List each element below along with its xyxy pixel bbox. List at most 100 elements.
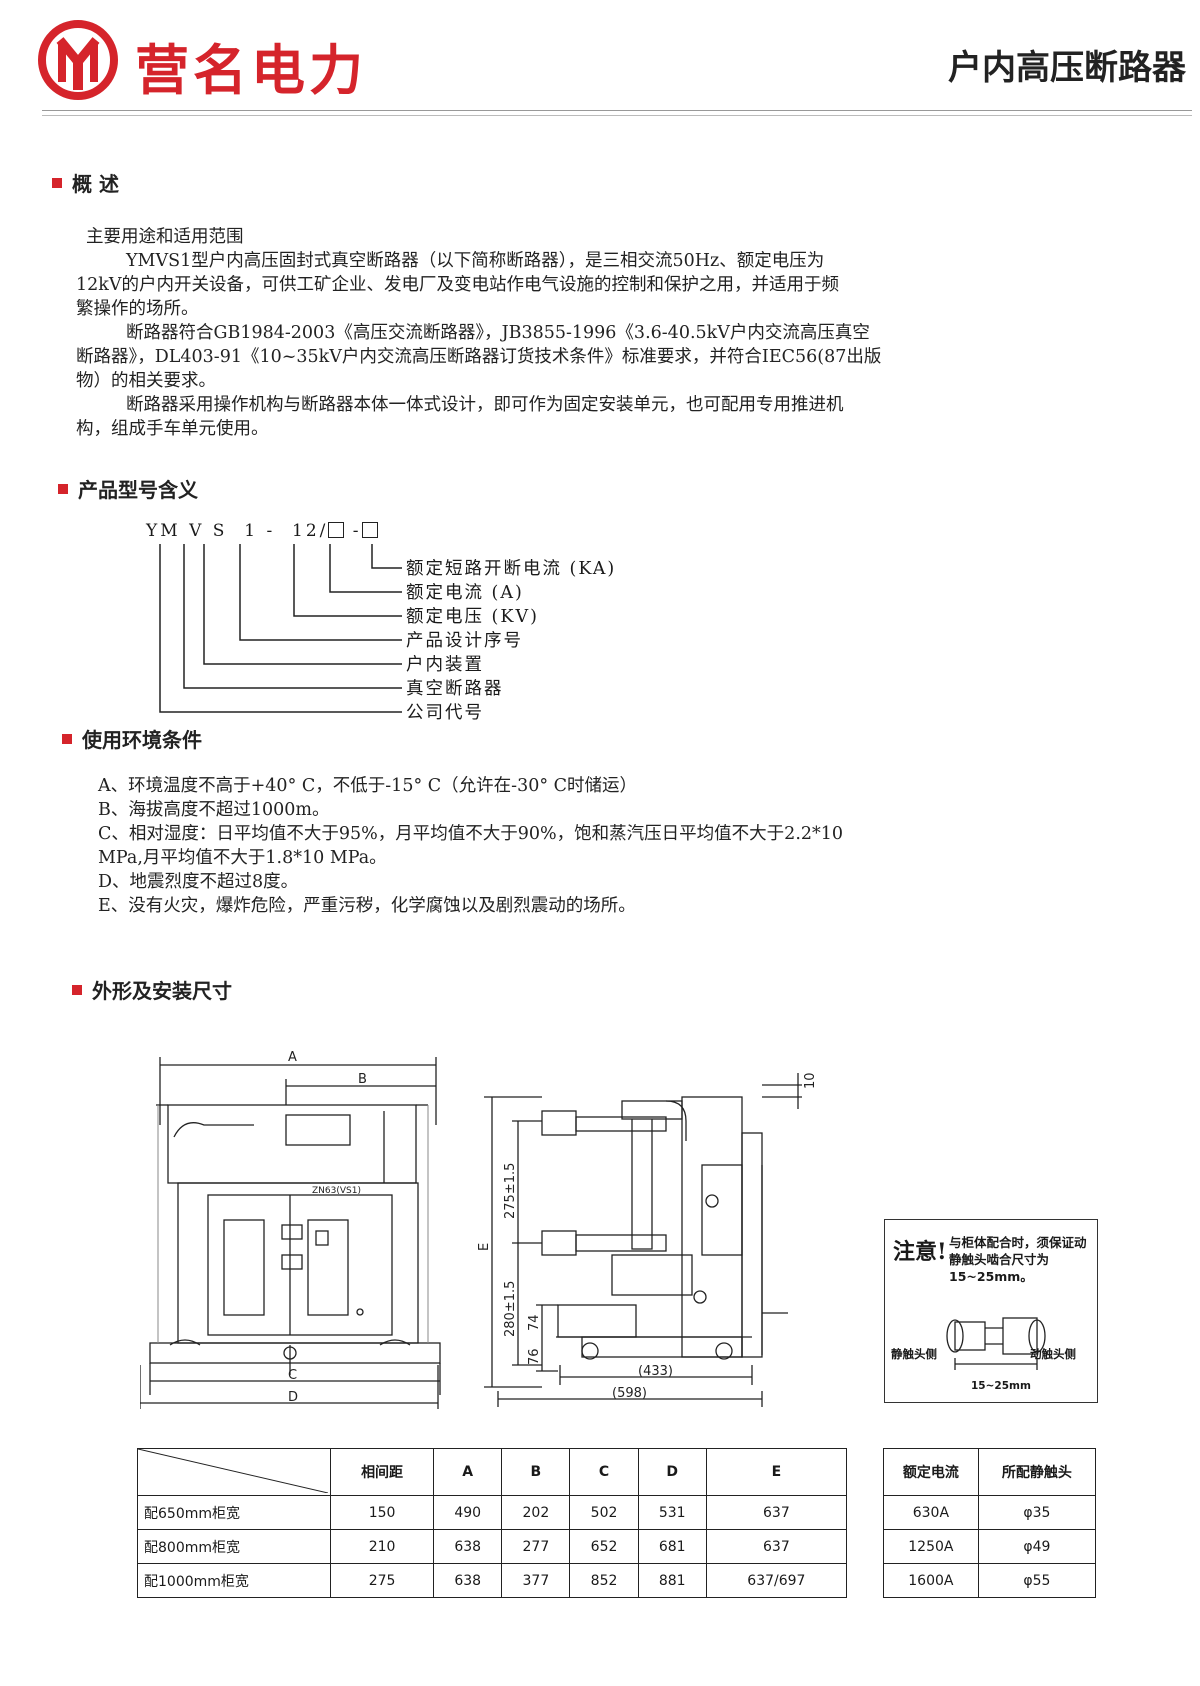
table-cell: 638 [433,1563,503,1598]
table-cell: 681 [637,1529,707,1564]
section-environment-heading: 使用环境条件 [62,724,202,753]
table-row: 配650mm柜宽 150 490 202 502 531 637 [137,1495,848,1530]
table-header-cell: D [637,1448,707,1496]
model-label: 产品设计序号 [406,631,523,651]
company-logo [38,20,118,100]
dim-280-label: 280±1.5 [503,1281,518,1337]
code-part: S [212,521,228,541]
environment-text: A、环境温度不高于+40° C，不低于-15° C（允许在-30° C时储运） … [98,774,843,918]
table-row: 配800mm柜宽 210 638 277 652 681 637 [137,1529,848,1564]
dim-C-label: C [288,1368,297,1383]
dim-10-label: 10 [803,1072,818,1089]
table-cell: 1600A [883,1563,979,1598]
table-cell: 490 [433,1495,503,1530]
model-label: 户内装置 [406,655,484,675]
table-cell: 630A [883,1495,979,1530]
table-cell: 852 [569,1563,639,1598]
moving-side-label: 动触头侧 [1030,1347,1076,1361]
environment-line: MPa,月平均值不大于1.8*10 MPa。 [98,848,387,868]
table-cell: 202 [501,1495,571,1530]
row-label: 配1000mm柜宽 [137,1563,331,1598]
header-divider-2 [42,115,1192,116]
code-part: V [189,521,205,541]
dim-76-label: 76 [527,1348,542,1365]
table-header-cell: B [501,1448,571,1496]
dim-E-label: E [477,1243,492,1251]
table-cell: 150 [329,1495,435,1530]
row-label: 配650mm柜宽 [137,1495,331,1530]
table-header-cell: 所配静触头 [977,1448,1097,1496]
section-dimensions-heading: 外形及安装尺寸 [72,975,232,1004]
model-label: 额定短路开断电流 (KA) [406,559,617,579]
bullet-square-icon [52,178,62,188]
table-cell: 637/697 [705,1563,848,1598]
bullet-square-icon [62,734,72,744]
note-text: 与柜体配合时，须保证动静触头啮合尺寸为15~25mm。 [949,1235,1087,1284]
table-header-cell: C [569,1448,639,1496]
table-cell: 275 [329,1563,435,1598]
placeholder-box [328,522,345,538]
code-part: 12/ [292,521,329,541]
overview-line: 断路器符合GB1984-2003《高压交流断路器》，JB3855-1996《3.… [126,323,870,343]
code-part: M [160,521,181,541]
static-side-label: 静触头侧 [891,1347,937,1361]
table-cell: φ49 [977,1529,1097,1564]
environment-line: A、环境温度不高于+40° C，不低于-15° C（允许在-30° C时储运） [98,776,638,796]
overview-line: 断路器》，DL403-91《10~35kV户内交流高压断路器订货技术条件》标准要… [76,347,882,367]
model-label: 真空断路器 [406,679,504,699]
table-cell: φ35 [977,1495,1097,1530]
dim-74-label: 74 [527,1314,542,1331]
table-cell: 652 [569,1529,639,1564]
diagonal-line [138,1449,328,1493]
table-cell: 638 [433,1529,503,1564]
table-header-cell: 相间距 [329,1448,435,1496]
table-cell: 377 [501,1563,571,1598]
overview-line: 主要用途和适用范围 [86,227,244,247]
dimension-table: 相间距 A B C D E 配650mm柜宽 150 490 202 502 5… [137,1448,848,1598]
dim-275-label: 275±1.5 [503,1163,518,1219]
model-label: 额定电压 (KV) [406,607,539,627]
brand-name: 营名电力 [135,39,367,102]
table-header-cell: E [705,1448,848,1496]
section-model-heading: 产品型号含义 [58,474,198,503]
contact-note-box: 注意! 与柜体配合时，须保证动静触头啮合尺寸为15~25mm。 静触头侧 动触头… [884,1219,1098,1403]
table-cell: 1250A [883,1529,979,1564]
code-part: 1 [244,521,259,541]
engagement-range-label: 15~25mm [971,1380,1031,1392]
model-code: YM V S 1 - 12/ - [146,521,378,541]
document-title: 户内高压断路器 [948,48,1186,88]
header-divider [42,110,1192,111]
table-header-cell: 额定电流 [883,1448,979,1496]
table-cell: 637 [705,1529,848,1564]
table-cell: 277 [501,1529,571,1564]
current-contact-table: 额定电流 所配静触头 630A φ35 1250A φ49 1600A φ55 [883,1448,1097,1598]
environment-line: D、地震烈度不超过8度。 [98,872,299,892]
table-row: 1250A φ49 [883,1529,1097,1564]
model-label: 公司代号 [406,703,484,723]
overview-text: 主要用途和适用范围 YMVS1型户内高压固封式真空断路器（以下简称断路器），是三… [76,225,881,441]
table-cell: 210 [329,1529,435,1564]
environment-line: E、没有火灾，爆炸危险，严重污秽，化学腐蚀以及剧烈震动的场所。 [98,896,636,916]
placeholder-box [361,522,378,538]
overview-line: 12kV的户内开关设备，可供工矿企业、发电厂及变电站作电气设施的控制和保护之用，… [76,275,840,295]
table-cell: 637 [705,1495,848,1530]
table-header-cell: A [433,1448,503,1496]
dim-D-label: D [288,1390,298,1405]
table-header-row: 相间距 A B C D E [137,1448,848,1496]
dim-598-label: (598) [612,1386,647,1401]
table-header-row: 额定电流 所配静触头 [883,1448,1097,1496]
table-corner-cell [137,1448,331,1496]
code-part: - [352,521,362,541]
environment-line: B、海拔高度不超过1000m。 [98,800,330,820]
bullet-square-icon [72,985,82,995]
overview-line: 繁操作的场所。 [76,299,199,319]
table-row: 630A φ35 [883,1495,1097,1530]
environment-line: C、相对湿度：日平均值不大于95%，月平均值不大于90%，饱和蒸汽压日平均值不大… [98,824,844,844]
overview-line: 物）的相关要求。 [76,371,216,391]
front-view-drawing: A B C D ZN63(VS1) [140,1050,441,1409]
model-label: 额定电流 (A) [406,583,524,603]
table-row: 配1000mm柜宽 275 638 377 852 881 637/697 [137,1563,848,1598]
dim-B-label: B [358,1072,367,1087]
table-cell: 881 [637,1563,707,1598]
section-overview-heading: 概 述 [52,168,119,197]
